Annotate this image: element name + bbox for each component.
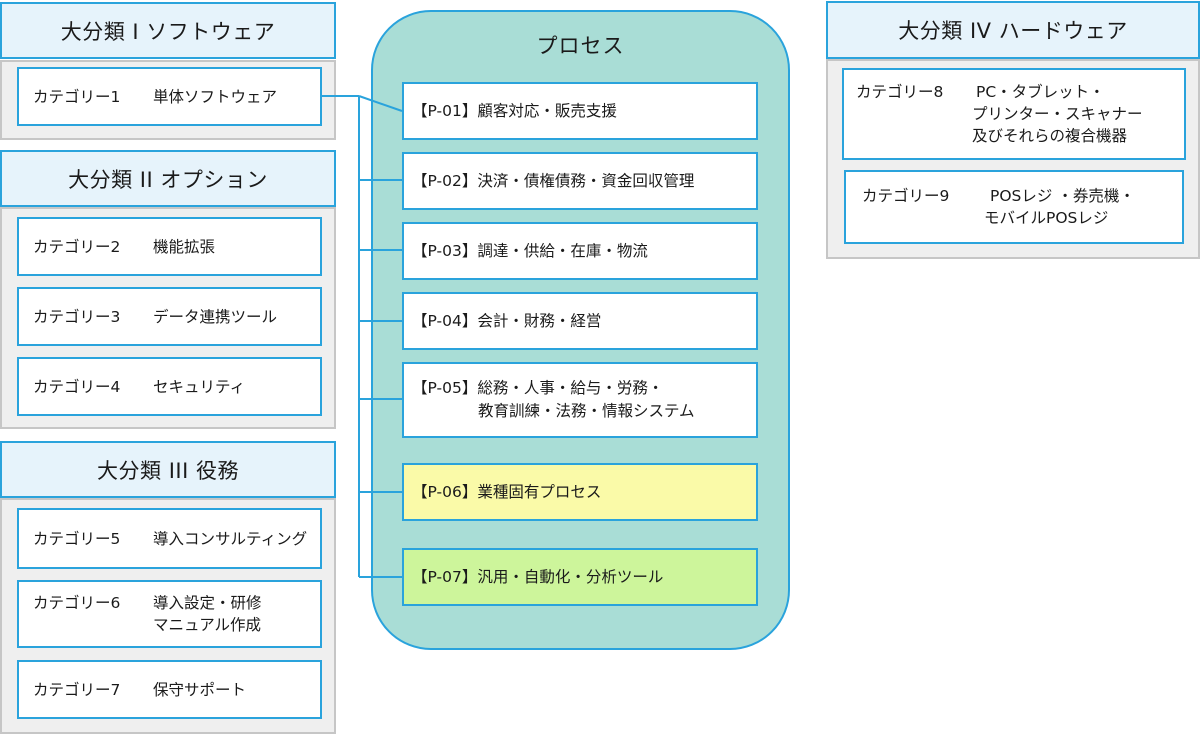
category-7-text: 保守サポート — [153, 680, 247, 699]
category-9[interactable]: カテゴリー9 POSレジ ・券売機・ モバイルPOSレジ — [844, 170, 1184, 244]
process-p05-text-line1: 総務・人事・給与・労務・ — [477, 379, 664, 397]
category-2[interactable]: カテゴリー2 機能拡張 — [17, 217, 322, 276]
category-8-text-line3: 及びそれらの複合機器 — [972, 127, 1128, 145]
process-p07-text: 汎用・自動化・分析ツール — [477, 567, 664, 586]
category-2-label: カテゴリー2 — [33, 237, 121, 256]
category-3[interactable]: カテゴリー3 データ連携ツール — [17, 287, 322, 346]
category-5-text: 導入コンサルティング — [153, 529, 308, 548]
group-service-title: 大分類 III 役務 — [0, 441, 336, 498]
process-p01-code: 【P-01】 — [412, 101, 478, 120]
category-4-label: カテゴリー4 — [33, 377, 121, 396]
category-8-text-line2: プリンター・スキャナー — [972, 105, 1143, 123]
category-6-text-line1: 導入設定・研修 — [153, 594, 262, 612]
process-p02-text: 決済・債権債務・資金回収管理 — [477, 171, 695, 190]
category-4-text: セキュリティ — [153, 377, 246, 396]
category-7-label: カテゴリー7 — [33, 680, 121, 699]
process-p04-code: 【P-04】 — [412, 311, 478, 330]
category-8-label: カテゴリー8 — [856, 83, 944, 101]
category-2-text: 機能拡張 — [153, 237, 216, 256]
process-p05[interactable]: 【P-05】総務・人事・給与・労務・ 教育訓練・法務・情報システム — [402, 362, 758, 438]
process-p02[interactable]: 【P-02】決済・債権債務・資金回収管理 — [402, 152, 758, 210]
category-4[interactable]: カテゴリー4 セキュリティ — [17, 357, 322, 416]
category-3-label: カテゴリー3 — [33, 307, 121, 326]
process-p01-text: 顧客対応・販売支援 — [477, 101, 617, 120]
process-title: プロセス — [536, 34, 625, 58]
category-6[interactable]: カテゴリー6 導入設定・研修 マニュアル作成 — [17, 580, 322, 648]
category-6-text-line2: マニュアル作成 — [153, 616, 262, 634]
category-6-label: カテゴリー6 — [33, 594, 121, 612]
process-p07[interactable]: 【P-07】汎用・自動化・分析ツール — [402, 548, 758, 606]
process-p05-code: 【P-05】 — [412, 379, 478, 397]
category-1[interactable]: カテゴリー1 単体ソフトウェア — [17, 67, 322, 126]
category-8-text-line1: PC・タブレット・ — [976, 83, 1105, 101]
category-8[interactable]: カテゴリー8 PC・タブレット・ プリンター・スキャナー 及びそれらの複合機器 — [842, 68, 1186, 160]
category-9-label: カテゴリー9 — [862, 187, 950, 205]
group-option-title: 大分類 II オプション — [0, 150, 336, 207]
process-p03[interactable]: 【P-03】調達・供給・在庫・物流 — [402, 222, 758, 280]
category-1-label: カテゴリー1 — [33, 87, 121, 106]
process-p04-text: 会計・財務・経営 — [477, 311, 602, 330]
process-p04[interactable]: 【P-04】会計・財務・経営 — [402, 292, 758, 350]
group-software-title: 大分類 I ソフトウェア — [0, 2, 336, 59]
process-p03-code: 【P-03】 — [412, 241, 478, 260]
process-p01[interactable]: 【P-01】顧客対応・販売支援 — [402, 82, 758, 140]
category-1-text: 単体ソフトウェア — [153, 87, 278, 106]
process-p05-text-line2: 教育訓練・法務・情報システム — [478, 402, 695, 420]
category-9-text-line1: POSレジ ・券売機・ — [990, 187, 1135, 205]
category-5[interactable]: カテゴリー5 導入コンサルティング — [17, 508, 322, 569]
category-7[interactable]: カテゴリー7 保守サポート — [17, 660, 322, 719]
process-p06[interactable]: 【P-06】業種固有プロセス — [402, 463, 758, 521]
process-p02-code: 【P-02】 — [412, 171, 478, 190]
process-p07-code: 【P-07】 — [412, 567, 478, 586]
category-5-label: カテゴリー5 — [33, 529, 121, 548]
process-p06-code: 【P-06】 — [412, 482, 478, 501]
category-3-text: データ連携ツール — [153, 307, 278, 326]
process-p03-text: 調達・供給・在庫・物流 — [477, 241, 648, 260]
process-p06-text: 業種固有プロセス — [477, 482, 602, 501]
category-9-text-line2: モバイルPOSレジ — [984, 209, 1109, 227]
group-hardware-title: 大分類 IV ハードウェア — [826, 1, 1200, 59]
